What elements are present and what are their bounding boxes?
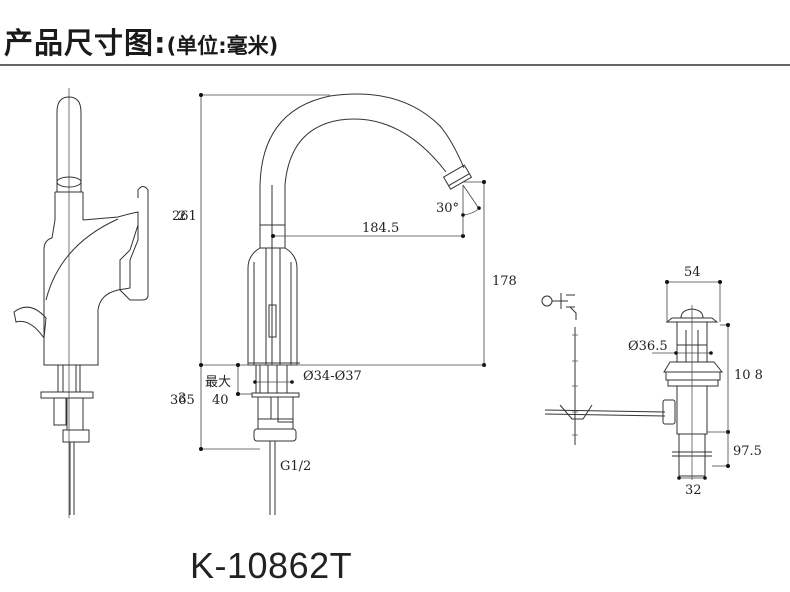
side-view: 2 3	[13, 88, 186, 518]
dim-54: 54	[684, 265, 701, 280]
dim-angle-ray	[462, 184, 481, 211]
dim-32: 32	[685, 483, 702, 498]
side-hex-nut	[62, 429, 90, 443]
side-spout-tube	[56, 96, 82, 192]
side-shanks	[57, 365, 81, 392]
side-lever	[13, 306, 47, 340]
title-main: 产品尺寸图	[4, 26, 155, 60]
page-title: 产品尺寸图:(单位:毫米)	[4, 20, 278, 62]
pivot-rod	[544, 409, 666, 417]
side-collar	[54, 191, 84, 220]
side-body-curve	[45, 218, 119, 301]
dim-97-5: 97.5	[733, 444, 762, 459]
front-shanks	[255, 365, 288, 393]
side-label-3: 3	[178, 391, 186, 406]
spout-inner	[284, 118, 447, 186]
dim-thread: G1/2	[280, 459, 311, 474]
side-handle	[119, 186, 149, 301]
front-nut-left	[257, 396, 272, 420]
aerator	[442, 164, 473, 190]
drain-nut-2	[667, 379, 719, 387]
dim-30-deg: 30°	[436, 201, 459, 216]
dim-40: 40	[212, 393, 229, 408]
title-separator: :	[154, 26, 167, 60]
dim-178: 178	[492, 274, 517, 289]
drain-washer	[663, 361, 724, 373]
lift-knob	[541, 295, 553, 307]
title-divider	[0, 64, 790, 66]
front-nut-threads	[257, 418, 294, 430]
dim-108: 10 8	[734, 368, 763, 383]
dim-hole-diameter: Ø34-Ø37	[303, 369, 362, 384]
pivot-nut	[662, 399, 676, 425]
dim-angle-arc	[462, 207, 481, 216]
lift-rod-ticks	[572, 334, 578, 436]
unit-note: (单位:毫米)	[166, 34, 279, 58]
side-nut-left	[53, 397, 67, 426]
stem-collar	[259, 224, 286, 249]
side-body	[43, 211, 139, 366]
dim-184-5: 184.5	[362, 221, 399, 236]
front-deck-plate	[251, 392, 300, 398]
dim-261: 261	[172, 209, 197, 224]
dim-365: 365	[170, 393, 195, 408]
model-number: K-10862T	[190, 545, 353, 586]
side-hose	[69, 442, 75, 515]
dim-max-label: 最大	[205, 375, 231, 390]
front-hose	[269, 441, 276, 515]
side-deck-plate	[40, 391, 94, 399]
lift-bracket	[552, 293, 577, 320]
drain-nut-1	[665, 371, 721, 381]
drain-view: 54 Ø36.5 10 8 97.5 32	[541, 265, 763, 498]
front-body-lines	[253, 248, 292, 365]
front-nut-right	[277, 396, 294, 423]
lift-rod-clip	[559, 404, 593, 420]
side-spout-ring	[56, 176, 82, 188]
front-hex-nut	[253, 428, 297, 442]
front-sensor	[268, 304, 277, 338]
side-label-2: 2	[178, 209, 186, 224]
spout-outer	[259, 93, 465, 186]
front-view: 261 184.5 30° 178 365 最大 40 Ø34-Ø37	[170, 93, 517, 515]
dim-36-5: Ø36.5	[628, 339, 668, 354]
spout-stem	[259, 185, 286, 365]
